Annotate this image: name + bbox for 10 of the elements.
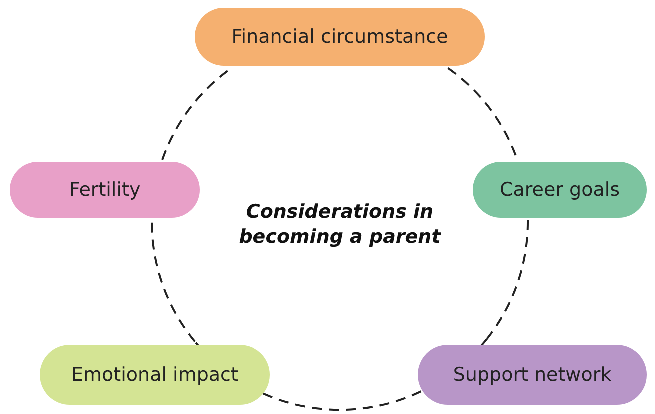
dashed-connector [486, 220, 529, 340]
pill-node [418, 345, 647, 405]
center-heading: Considerations in becoming a parent [238, 200, 442, 250]
node-label: Financial circumstance [232, 26, 448, 48]
dashed-connector [151, 220, 196, 342]
node-label: Career goals [500, 179, 620, 201]
node-label: Support network [453, 364, 612, 386]
node-label: Fertility [69, 179, 141, 201]
pill-node [40, 345, 270, 405]
node-label: Emotional impact [72, 364, 238, 386]
